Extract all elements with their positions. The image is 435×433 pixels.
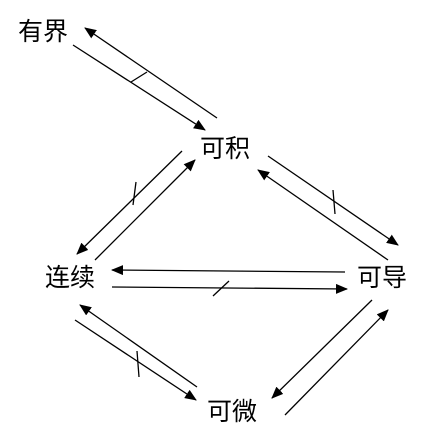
- negation-mark-integrable-differentiable: [332, 189, 336, 215]
- arrow-continuous-to-integrable: [94, 159, 196, 261]
- arrow-differentiable-to-derivable: [271, 299, 373, 399]
- arrow-continuous-to-differentiable: [111, 283, 348, 294]
- node-integrable: 可积: [200, 134, 250, 163]
- arrow-integrable-to-differentiable: [267, 155, 399, 246]
- arrow-differentiable-to-integrable: [257, 169, 389, 261]
- arrow-bounded-to-integrable: [72, 44, 206, 131]
- arrow-derivable-to-continuous: [79, 304, 198, 388]
- negation-mark-bounded-integrable: [130, 71, 148, 83]
- arrow-derivable-to-differentiable: [284, 309, 389, 416]
- arrow-integrable-to-continuous: [76, 150, 183, 255]
- node-differentiable: 可导: [357, 263, 407, 292]
- node-bounded: 有界: [18, 17, 68, 46]
- negation-mark-integrable-continuous: [132, 181, 137, 206]
- negation-mark-continuous-differentiable: [212, 280, 230, 297]
- arrow-differentiable-to-continuous: [111, 265, 346, 276]
- arrow-continuous-to-derivable: [74, 319, 197, 401]
- arrow-integrable-to-bounded: [84, 27, 218, 119]
- node-continuous: 连续: [45, 263, 95, 292]
- negation-mark-continuous-derivable: [136, 350, 140, 378]
- node-derivable: 可微: [207, 397, 257, 426]
